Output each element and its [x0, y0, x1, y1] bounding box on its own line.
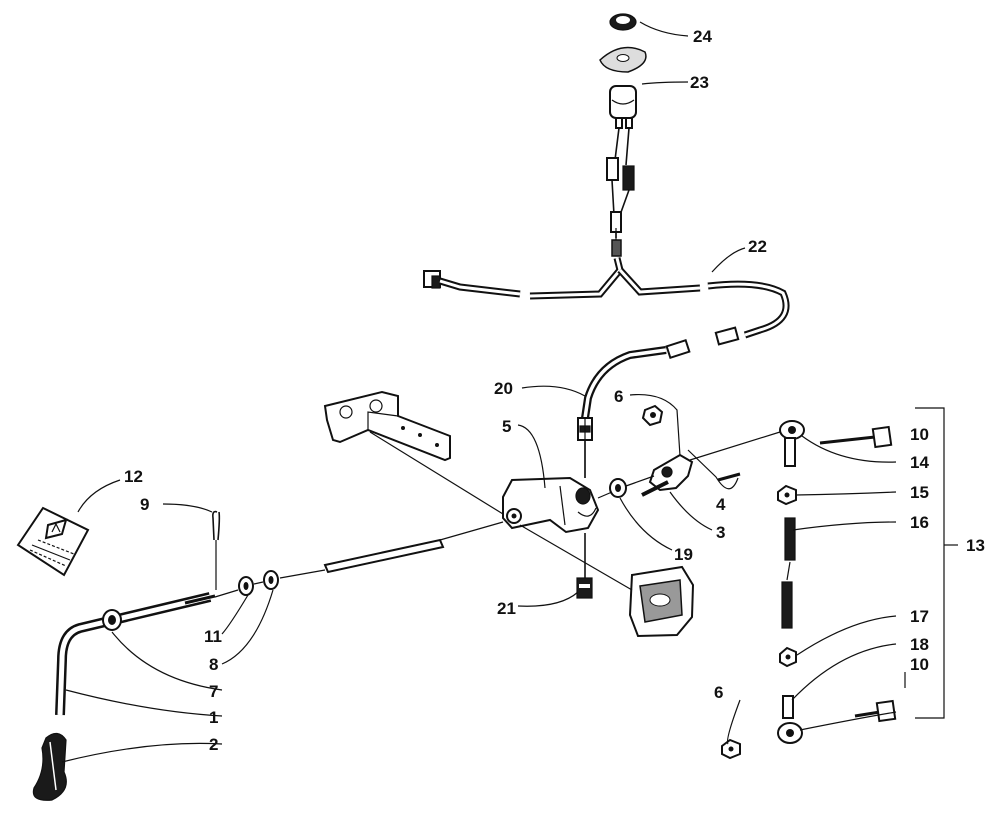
- callout-13: 13: [966, 536, 985, 555]
- fitting-21: [576, 533, 593, 599]
- throttle-housing-5: [502, 476, 600, 534]
- throttle-arm-3: [641, 453, 694, 497]
- callout-1: 1: [209, 708, 218, 727]
- bolt-10-bottom: [854, 699, 897, 723]
- callout-15: 15: [910, 483, 929, 502]
- nut-17: [779, 646, 797, 668]
- throttle-lever-1: [55, 592, 216, 716]
- callout-2: 2: [209, 735, 218, 754]
- callout-7: 7: [209, 682, 218, 701]
- callout-5: 5: [502, 417, 511, 436]
- callout-23: 23: [690, 73, 709, 92]
- leader-lines: [61, 21, 958, 763]
- callout-20: 20: [494, 379, 513, 398]
- callout-21: 21: [497, 599, 516, 618]
- lead-wire-20: [577, 338, 691, 478]
- callouts: 24 23 22 20 6 5 4 3 19 21 10 14 15 16 13…: [124, 27, 985, 754]
- callout-11: 11: [204, 627, 222, 646]
- callout-22: 22: [748, 237, 767, 256]
- grommet-24: [609, 13, 637, 31]
- callout-18: 18: [910, 635, 929, 654]
- wiring-harness-22: [423, 257, 790, 346]
- cotter-pin-9: [212, 510, 221, 541]
- decal-12: [16, 506, 90, 577]
- rod-end-14: [779, 420, 805, 467]
- callout-16: 16: [910, 513, 929, 532]
- nut-15: [777, 484, 797, 506]
- mounting-bracket: [323, 390, 451, 462]
- callout-12: 12: [124, 467, 143, 486]
- assembly-lines: [214, 228, 781, 598]
- grip-2: [32, 732, 67, 801]
- nut-6-bottom: [721, 738, 741, 760]
- pin-4: [717, 472, 741, 482]
- rod-end-18: [777, 695, 803, 744]
- callout-6-bottom: 6: [714, 683, 723, 702]
- bushing-7: [102, 609, 122, 631]
- callout-3: 3: [716, 523, 725, 542]
- switch-23: [606, 85, 637, 257]
- callout-10-bottom: 10: [910, 655, 929, 674]
- washer-11: [238, 576, 254, 596]
- shaft: [323, 521, 504, 574]
- washer-19: [609, 478, 627, 498]
- callout-4: 4: [716, 495, 726, 514]
- gasket: [599, 46, 647, 73]
- threaded-rod-16: [781, 517, 796, 629]
- washer-8: [263, 570, 279, 590]
- callout-19: 19: [674, 545, 693, 564]
- callout-10-top: 10: [910, 425, 929, 444]
- callout-24: 24: [693, 27, 712, 46]
- callout-8: 8: [209, 655, 218, 674]
- bolt-10-top: [819, 425, 893, 449]
- callout-14: 14: [910, 453, 929, 472]
- callout-6-top: 6: [614, 387, 623, 406]
- callout-17: 17: [910, 607, 929, 626]
- pivot-plate: [628, 565, 695, 638]
- callout-9: 9: [140, 495, 149, 514]
- nut-6-top: [641, 404, 664, 427]
